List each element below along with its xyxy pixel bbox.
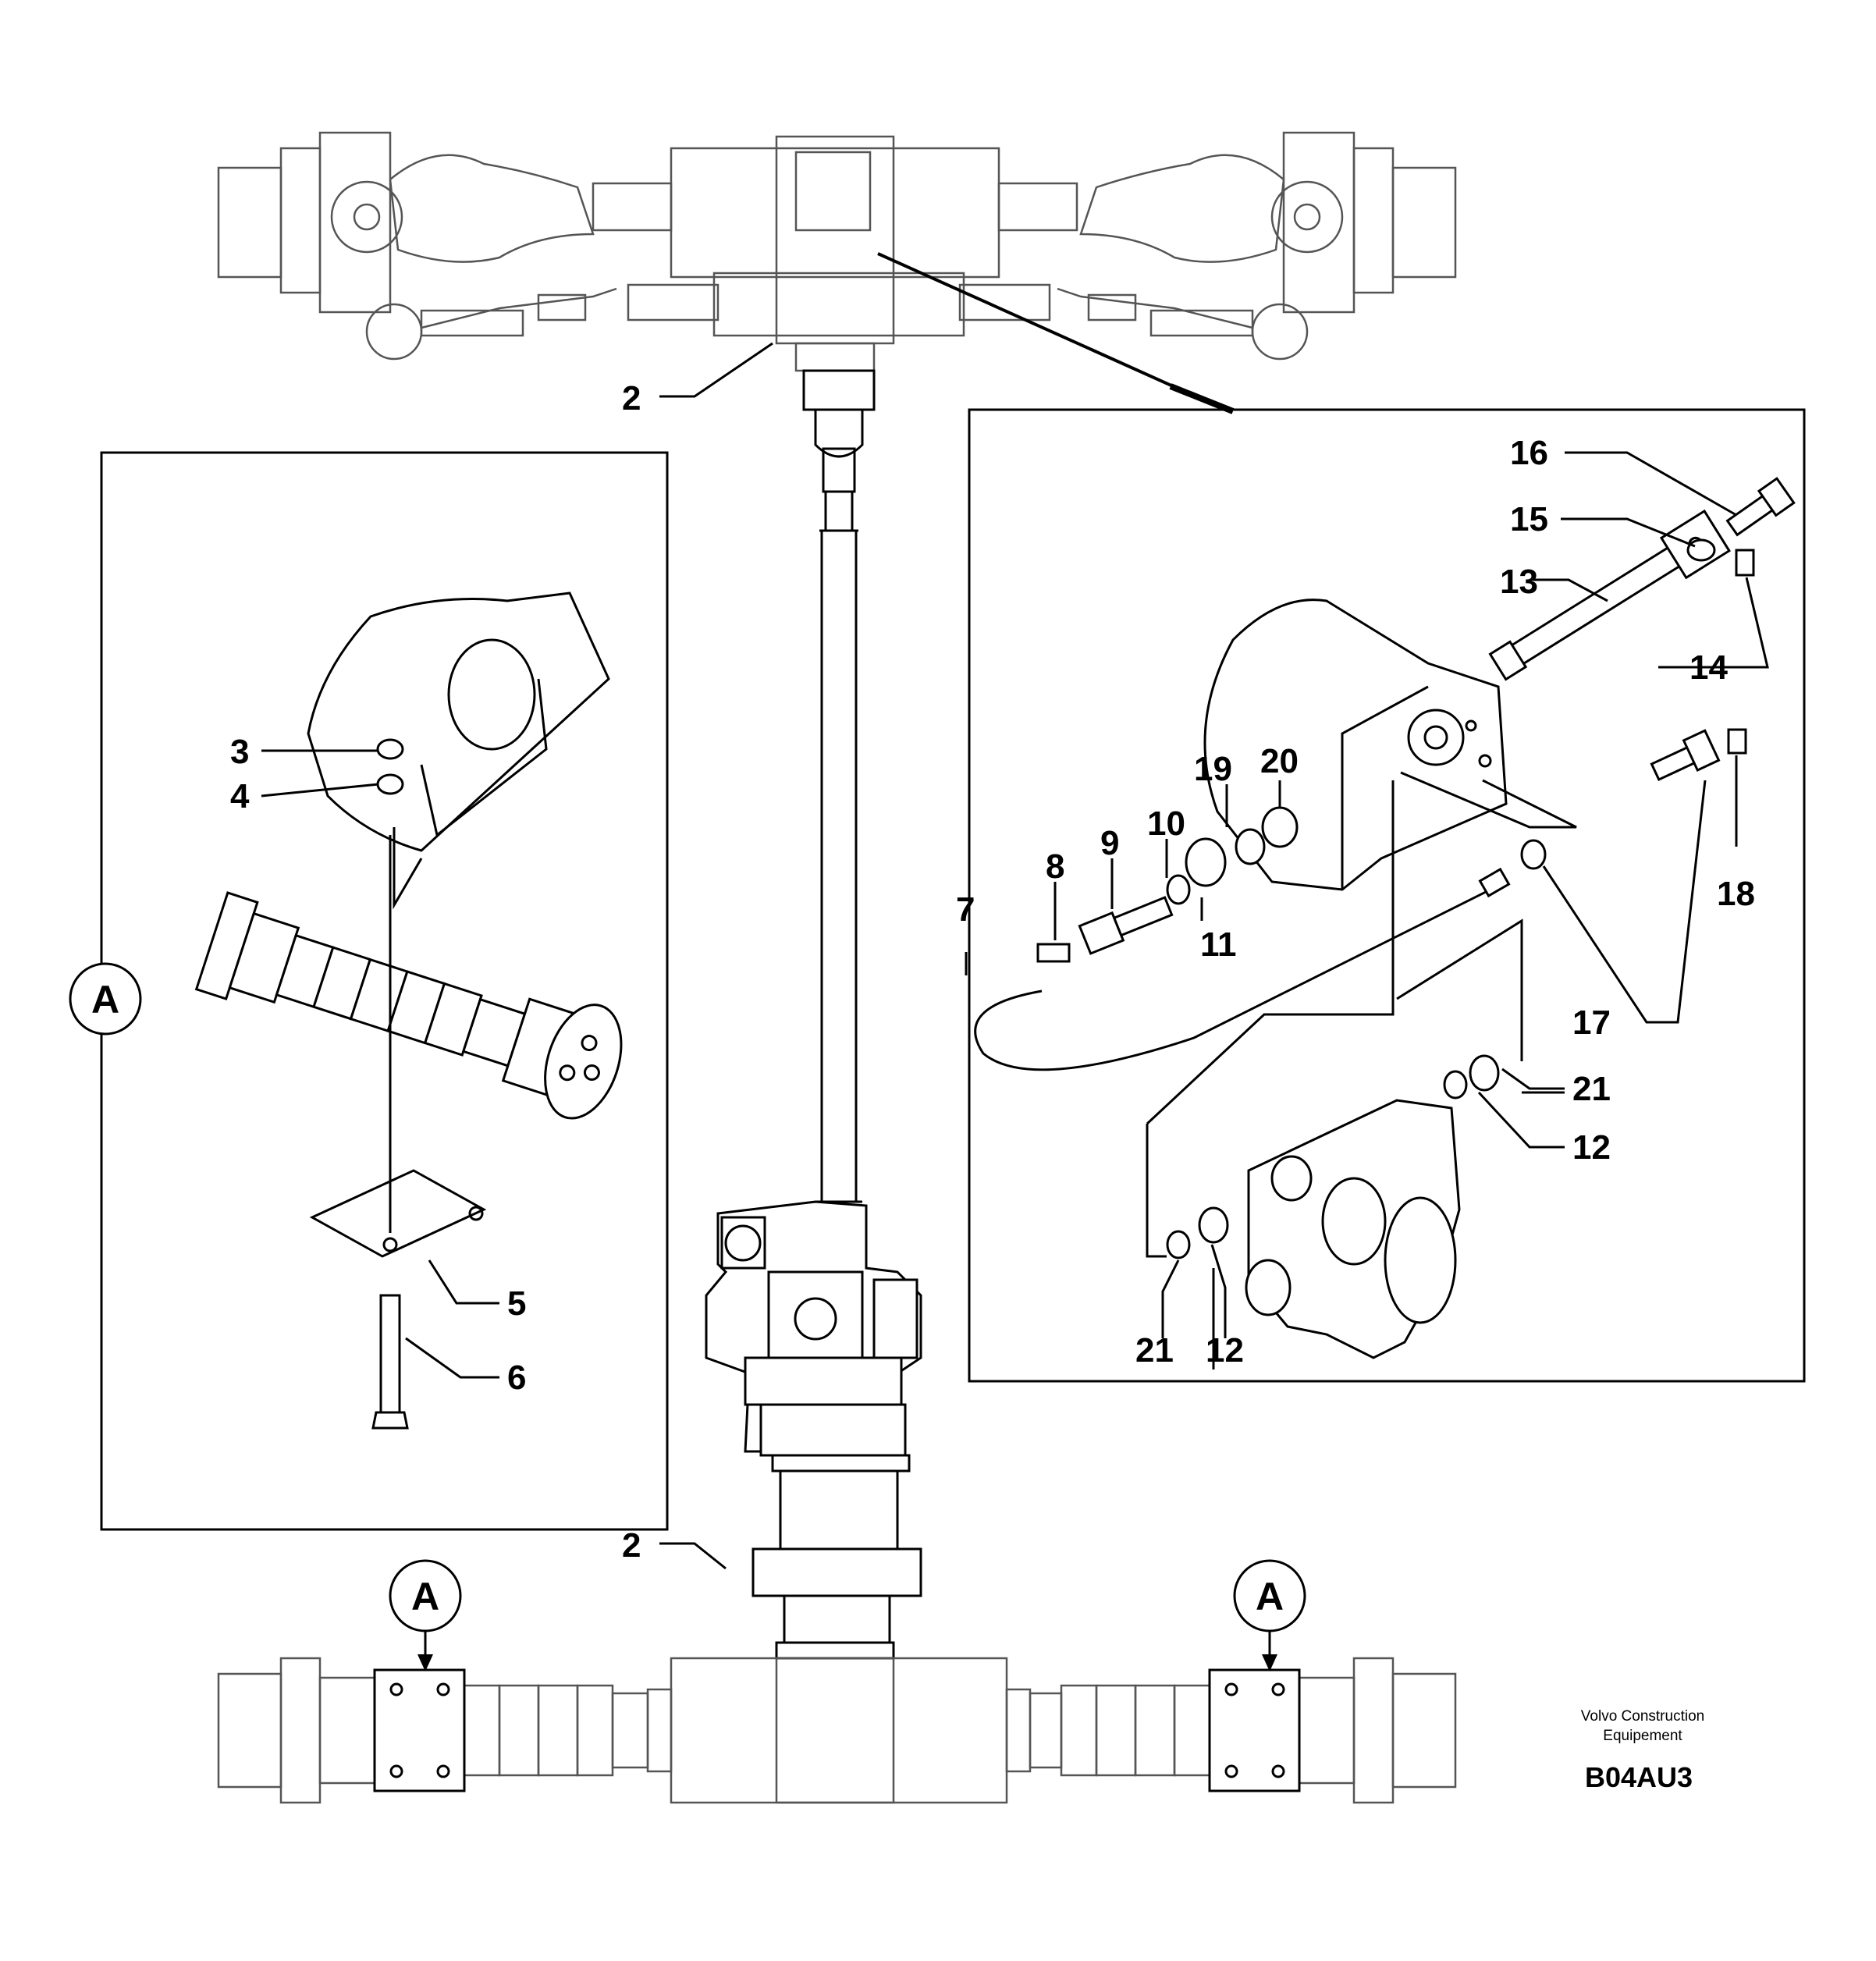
callout-3: 3 bbox=[230, 733, 249, 771]
callout-2-top: 2 bbox=[622, 379, 641, 417]
detail-marker-a-left: A bbox=[91, 978, 119, 1021]
callout-21-bottom: 21 bbox=[1135, 1331, 1174, 1370]
callout-14: 14 bbox=[1689, 648, 1728, 687]
drawing-code: B04AU3 bbox=[1585, 1761, 1693, 1793]
callout-16: 16 bbox=[1510, 434, 1548, 472]
callout-19: 19 bbox=[1194, 750, 1232, 788]
callout-12-right: 12 bbox=[1572, 1128, 1611, 1167]
callout-10: 10 bbox=[1147, 805, 1185, 843]
credit-line-2: Equipement bbox=[1603, 1728, 1682, 1744]
callout-8: 8 bbox=[1046, 847, 1064, 886]
detail-marker-a-rear-right: A bbox=[1256, 1575, 1284, 1618]
credit-line-1: Volvo Construction bbox=[1581, 1708, 1704, 1725]
callout-11: 11 bbox=[1200, 925, 1237, 964]
rear-axle-drawing bbox=[217, 1657, 1457, 1804]
callout-5: 5 bbox=[507, 1284, 526, 1323]
title-block: Volvo Construction Equipement B04AU3 bbox=[1581, 1708, 1704, 1793]
callout-12-bottom: 12 bbox=[1206, 1331, 1244, 1370]
detail-markers: A A A bbox=[69, 962, 1306, 1671]
leader-lines bbox=[261, 342, 1769, 1570]
callout-20: 20 bbox=[1260, 742, 1299, 780]
callout-18: 18 bbox=[1717, 875, 1755, 913]
drive-shaft-drawing bbox=[705, 369, 922, 1660]
callout-13: 13 bbox=[1500, 563, 1538, 601]
callout-21-right: 21 bbox=[1572, 1070, 1611, 1108]
detail-box-a bbox=[100, 451, 669, 1531]
callout-2-bottom: 2 bbox=[622, 1526, 641, 1565]
front-axle-drawing bbox=[217, 131, 1457, 372]
callout-6: 6 bbox=[507, 1359, 526, 1397]
callout-15: 15 bbox=[1510, 500, 1548, 538]
callout-17: 17 bbox=[1572, 1004, 1611, 1042]
callout-4: 4 bbox=[230, 777, 250, 815]
callout-9: 9 bbox=[1100, 824, 1119, 862]
callout-labels: 2 2 3 4 5 6 7 8 9 10 11 12 12 13 14 15 1… bbox=[230, 379, 1755, 1565]
callout-7: 7 bbox=[956, 890, 975, 929]
detail-box-differential bbox=[877, 252, 1806, 1383]
detail-marker-a-rear-left: A bbox=[411, 1575, 439, 1618]
